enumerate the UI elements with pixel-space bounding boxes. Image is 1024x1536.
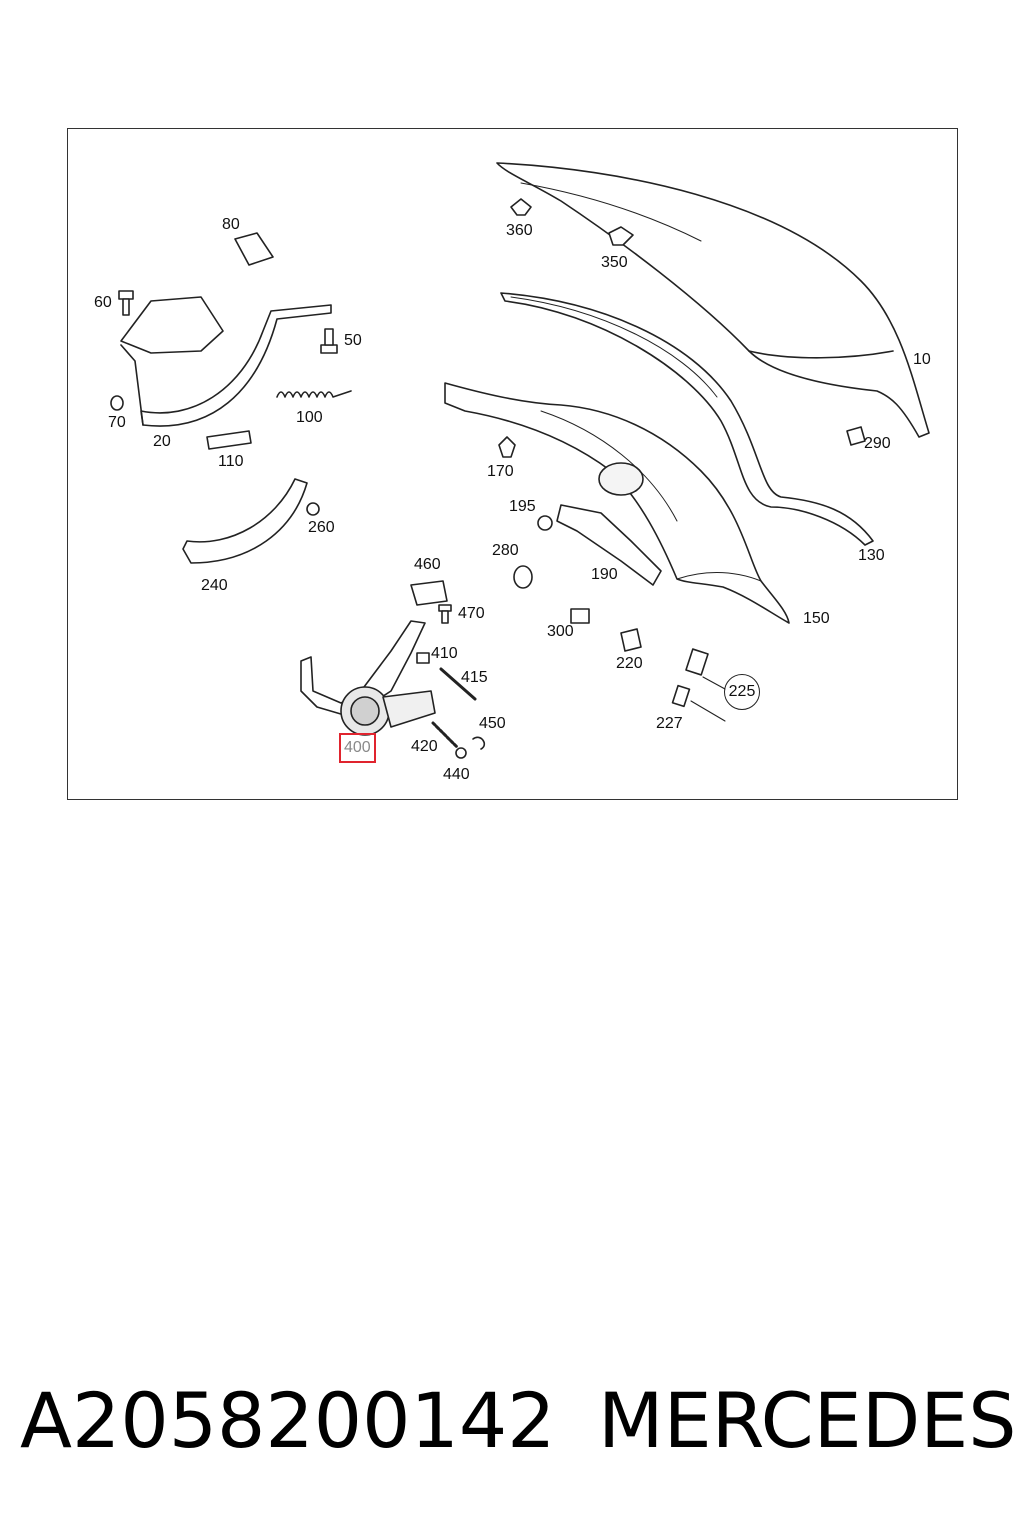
callout-300: 300 [547,623,574,640]
callout-420: 420 [411,738,438,755]
leader-225 [690,676,726,722]
connector-300 [570,608,590,624]
screw-470 [438,604,452,624]
callout-460: 460 [414,556,441,573]
footer-caption: A2058200142 MERCEDES [20,1376,1016,1466]
drive-motor-400 [300,620,436,736]
nut-70 [110,395,124,411]
callout-150: 150 [803,610,830,627]
bolt-415 [439,667,477,701]
clip-350 [608,226,634,246]
callout-410: 410 [431,645,458,662]
plate-460 [410,580,448,606]
callout-440: 440 [443,766,470,783]
callout-20: 20 [153,433,171,450]
parts-illustration [110,162,930,759]
clip-260 [306,502,320,516]
callout-260: 260 [308,519,335,536]
sensor-220 [620,628,642,652]
callout-100: 100 [296,409,323,426]
plate-190 [556,504,662,586]
callout-60: 60 [94,294,112,311]
trunk-lid-outer-shell [496,162,930,438]
bolt-60 [118,290,134,316]
washer-440 [455,747,467,759]
bulb-227 [671,684,691,708]
callout-70: 70 [108,414,126,431]
callout-195: 195 [509,498,536,515]
callout-400-highlighted[interactable]: 400 [339,733,376,763]
nut-410 [416,652,430,664]
callout-80: 80 [222,216,240,233]
spring-420 [431,721,459,749]
trunk-lid-inner-panel [444,382,790,624]
callout-220: 220 [616,655,643,672]
hinge-arm [120,296,332,427]
callout-225: 225 [724,674,760,710]
clip-450 [472,736,486,750]
callout-415: 415 [461,669,488,686]
pad-110 [206,430,252,450]
spring-100 [276,390,352,398]
callout-290: 290 [864,435,891,452]
bracket-80 [234,232,274,266]
callout-360: 360 [506,222,533,239]
clip-195 [537,515,553,531]
grommet-280 [513,565,533,589]
callout-130: 130 [858,547,885,564]
callout-170: 170 [487,463,514,480]
parts-diagram: 10 20 50 60 70 80 100 110 130 150 170 19… [67,128,958,800]
callout-350: 350 [601,254,628,271]
callout-280: 280 [492,542,519,559]
callout-110: 110 [218,453,244,470]
callout-50: 50 [344,332,362,349]
clip-290 [846,426,866,446]
bolt-50 [320,328,338,354]
callout-190: 190 [591,566,618,583]
brand-name: MERCEDES [598,1376,1017,1465]
strap-240 [182,478,308,564]
bulb-holder-225 [685,648,709,676]
callout-10: 10 [913,351,931,368]
clip-360 [510,198,532,216]
callout-227: 227 [656,715,683,732]
trunk-lid-seal-frame [500,292,874,546]
part-number: A2058200142 [20,1376,556,1465]
callout-450: 450 [479,715,506,732]
clip-170 [498,436,516,458]
callout-470: 470 [458,605,485,622]
callout-240: 240 [201,577,228,594]
